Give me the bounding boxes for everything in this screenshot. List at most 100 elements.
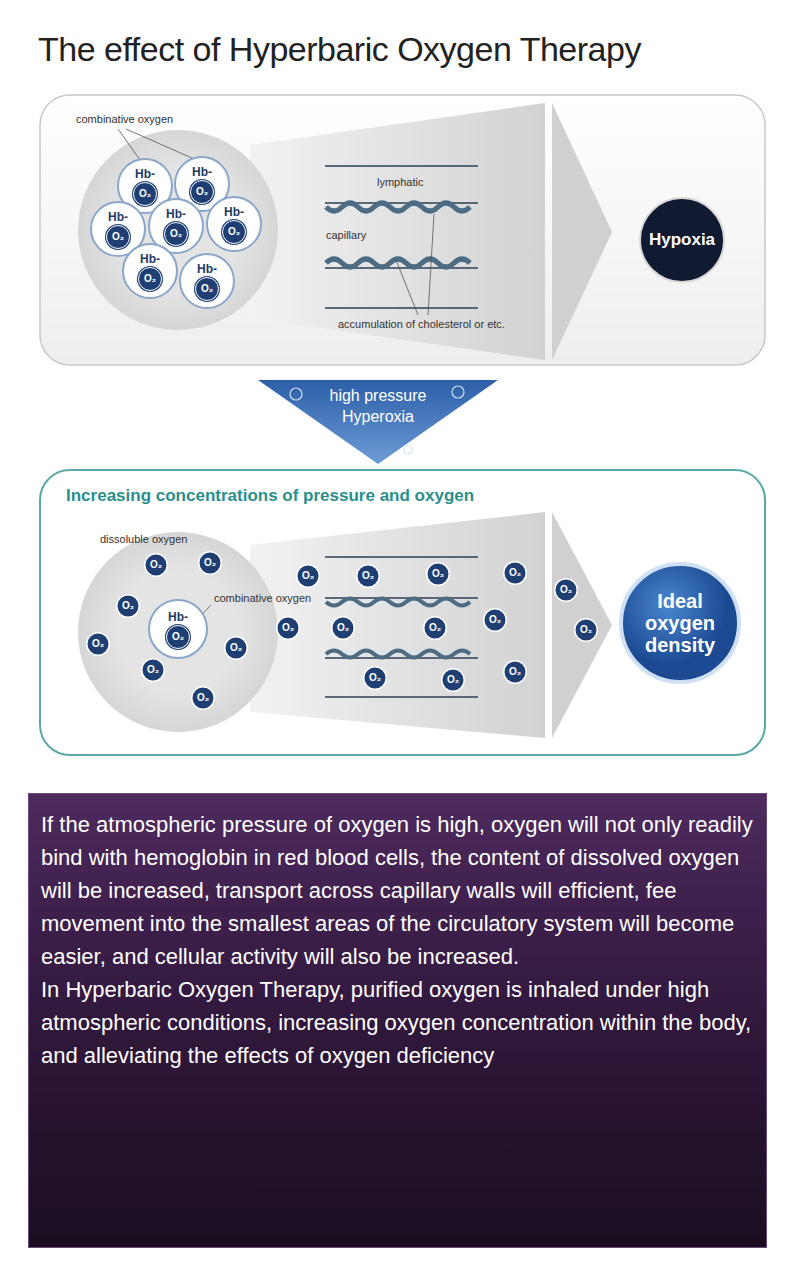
o2-circle [555,579,578,602]
oxygen-label: O₂ [230,642,242,654]
oxygen-molecule: O₂ [191,686,215,710]
oxygen-label: O₂ [222,220,246,244]
oxygen-molecule: O₂ [86,632,110,656]
bubble [404,446,412,454]
pressure-triangle [258,380,498,464]
hemoglobin-cell: Hb-O₂ [122,243,178,299]
hb-circle [207,197,261,251]
oxygen-label: O₂ [195,277,219,301]
o2-circle [424,617,447,640]
leader-line [428,214,434,315]
oxygen-label: O₂ [133,182,157,206]
body-text: In Hyperbaric Oxygen Therapy, purified o… [41,973,754,1072]
oxygen-molecule: O₂ [224,636,248,660]
funnel-pointer [552,512,612,738]
o2-circle [117,595,140,618]
o2-circle [332,617,355,640]
oxygen-label: O₂ [106,225,130,249]
vessel-wall [325,165,478,167]
oxygen-molecule: O₂ [363,666,387,690]
cholesterol-deposit [326,203,470,211]
hb-circle [123,244,177,298]
callout-label: dissoluble oxygen [100,533,187,545]
status-circle: Hypoxia [639,197,725,283]
oxygen-molecule: O₂ [423,616,447,640]
state-panel: Increasing concentrations of pressure an… [40,470,765,755]
vessel-lines [325,557,478,697]
oxygen-molecule: O₂ [503,660,527,684]
pressure-arrow: high pressure Hyperoxia [258,380,498,464]
oxygen-label: O₂ [560,584,572,596]
leader-line [396,260,418,315]
bubble [452,386,464,398]
vessel-funnel [250,103,545,360]
o2-circle [277,617,300,640]
callout-label: lymphatic [377,176,423,188]
hemoglobin-label: Hb- [168,610,188,624]
oxygen-label: O₂ [164,222,188,246]
hb-circle [149,600,207,658]
leader-line [126,129,192,158]
o2-circle [442,669,465,692]
oxygen-label: O₂ [147,664,159,676]
oxygen-molecule: O₂ [116,594,140,618]
o2-circle [427,563,450,586]
o2-circle [297,565,320,588]
panel-frame [40,470,765,755]
o2-circle [504,562,527,585]
node-label: Ideal oxygen density [634,590,726,656]
diagram-title: The effect of Hyperbaric Oxygen Therapy [38,30,641,69]
leader-lines [118,129,434,315]
hemoglobin-label: Hb- [197,262,217,276]
oxygen-label: O₂ [369,672,381,684]
oxygen-molecule: O₂ [356,564,380,588]
oxygen-molecule: O₂ [483,608,507,632]
oxygen-label: O₂ [429,622,441,634]
text-panel: If the atmospheric pressure of oxygen is… [28,793,767,1248]
o2-circle [199,552,222,575]
body-text: If the atmospheric pressure of oxygen is… [41,808,754,973]
oxygen-molecule: O₂ [276,616,300,640]
oxygen-molecule: O₂ [441,668,465,692]
oxygen-label: O₂ [447,674,459,686]
o2-circle [484,609,507,632]
oxygen-label: O₂ [302,570,314,582]
oxygen-molecule: O₂ [426,562,450,586]
node-label: Hypoxia [649,230,715,250]
cholesterol-deposit [326,599,470,606]
node-label: high pressure Hyperoxia [319,385,437,427]
oxygen-molecule: O₂ [503,561,527,585]
bubble [290,388,302,400]
callout-label: combinative oxygen [76,113,173,125]
o2-circle [142,659,165,682]
o2-circle [192,687,215,710]
oxygen-label: O₂ [282,622,294,634]
hyp-circle [640,198,724,282]
o2-circle [504,661,527,684]
oxygen-molecule: O₂ [144,553,168,577]
oxygen-label: O₂ [138,267,162,291]
hemoglobin-cell: Hb-O₂ [179,253,235,309]
hb-circle [180,254,234,308]
hemoglobin-label: Hb- [135,167,155,181]
o2-circle [364,667,387,690]
hemoglobin-label: Hb- [192,165,212,179]
oxygen-label: O₂ [337,622,349,634]
panel-frame [40,95,765,365]
funnel-pointer [552,103,612,360]
o2-circle [575,619,598,642]
hemoglobin-cell: Hb-O₂ [206,196,262,252]
oxygen-label: O₂ [197,692,209,704]
hemoglobin-label: Hb- [166,207,186,221]
blood-blob [78,532,278,732]
oxygen-molecule: O₂ [141,658,165,682]
vessel-wall [325,556,478,558]
cholesterol-deposit [326,651,470,658]
oxygen-label: O₂ [166,625,190,649]
vessel-wall [325,307,478,309]
hemoglobin-label: Hb- [140,252,160,266]
status-circle: Ideal oxygen density [619,562,741,684]
o2-circle [145,554,168,577]
oxygen-label: O₂ [432,568,444,580]
oxygen-label: O₂ [580,624,592,636]
